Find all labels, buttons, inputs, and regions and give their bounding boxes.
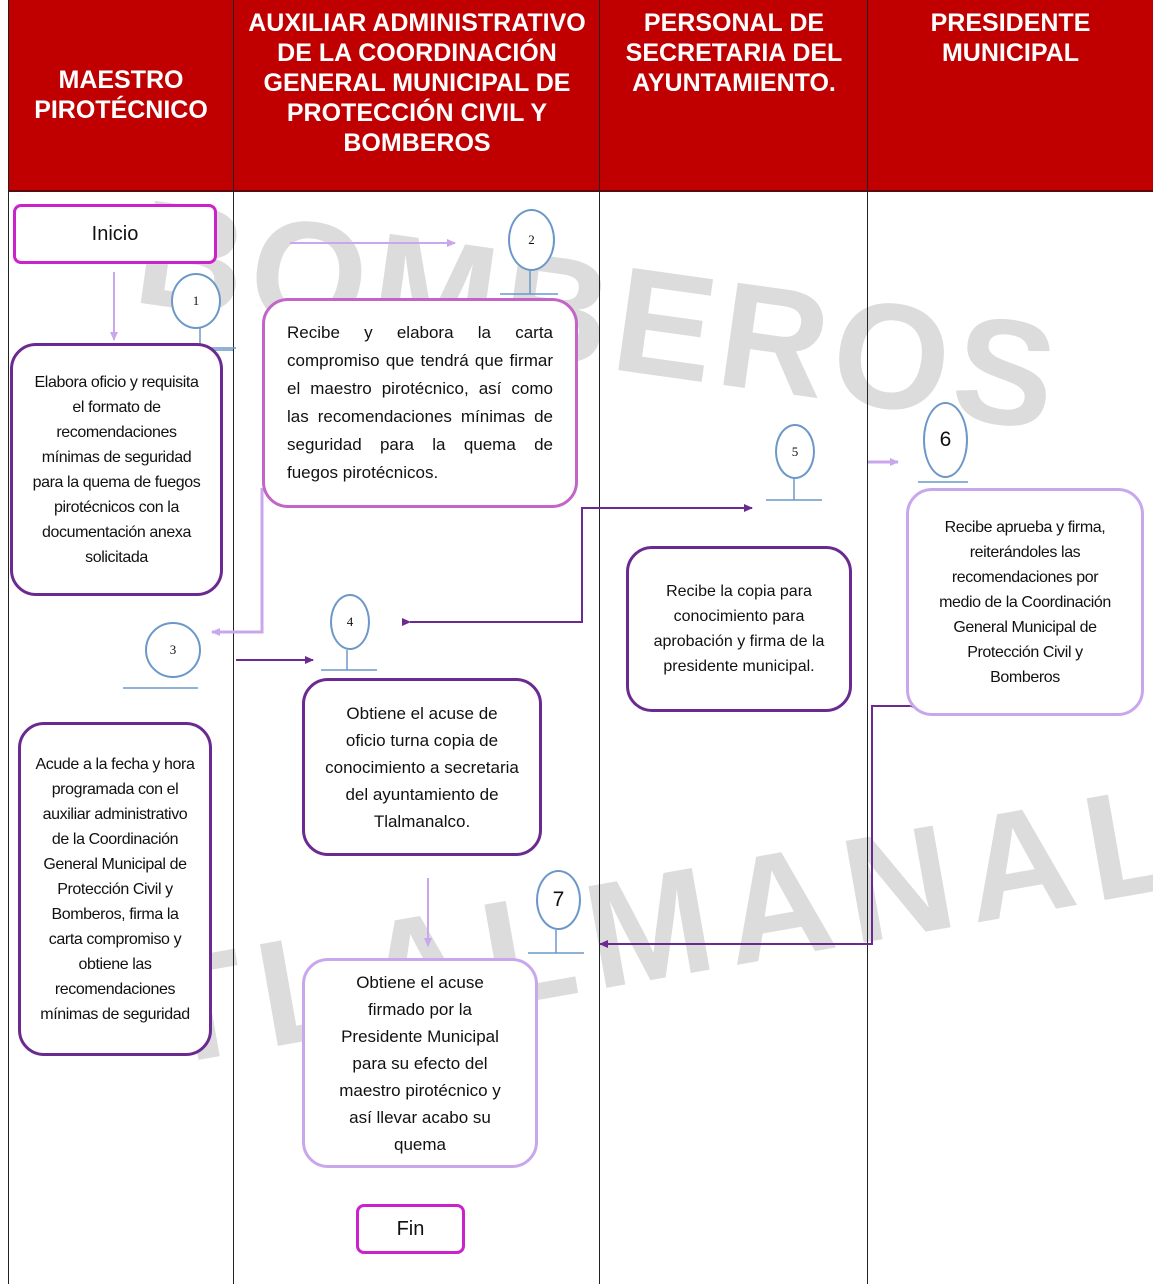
- arrow-6-to-7: [599, 702, 918, 948]
- end-terminal: Fin: [356, 1204, 465, 1254]
- step-box-1: Elabora oficio y requisita el formato de…: [10, 343, 223, 596]
- step-box-5: Recibe la copia para conocimiento para a…: [626, 546, 852, 712]
- lane-divider: [233, 0, 234, 1284]
- arrow-2-to-3: [211, 488, 264, 636]
- step-box-3: Acude a la fecha y hora programada con e…: [18, 722, 212, 1056]
- step-node-2: 2: [508, 209, 555, 271]
- lane-divider: [8, 0, 9, 1284]
- step-node-6: 6: [923, 402, 968, 478]
- step-node-7: 7: [536, 870, 581, 930]
- arrow-4-to-5: [402, 504, 753, 626]
- step-box-2: Recibe y elabora la carta compromiso que…: [262, 298, 578, 508]
- lane-header-maestro: MAESTRO PIROTÉCNICO: [34, 66, 208, 124]
- step-node-1: 1: [171, 273, 221, 329]
- lane-header-auxiliar: AUXILIAR ADMINISTRATIVO DE LA COORDINACI…: [248, 9, 586, 157]
- lane-divider: [867, 0, 868, 1284]
- step-box-6: Recibe aprueba y firma, reiterándoles la…: [906, 488, 1144, 716]
- step-node-4: 4: [330, 594, 370, 650]
- start-terminal: Inicio: [13, 204, 217, 264]
- step-node-5: 5: [775, 424, 815, 479]
- step-box-4: Obtiene el acuse de oficio turna copia d…: [302, 678, 542, 856]
- step-node-3: 3: [145, 622, 201, 678]
- lane-header-secretaria: PERSONAL DE SECRETARIA DEL AYUNTAMIENTO.: [625, 9, 843, 97]
- lane-header-bar: [8, 0, 1153, 192]
- lane-header-presidente: PRESIDENTE MUNICIPAL: [930, 9, 1091, 67]
- lane-divider: [599, 0, 600, 1284]
- step-box-7: Obtiene el acuse firmado por la Presiden…: [302, 958, 538, 1168]
